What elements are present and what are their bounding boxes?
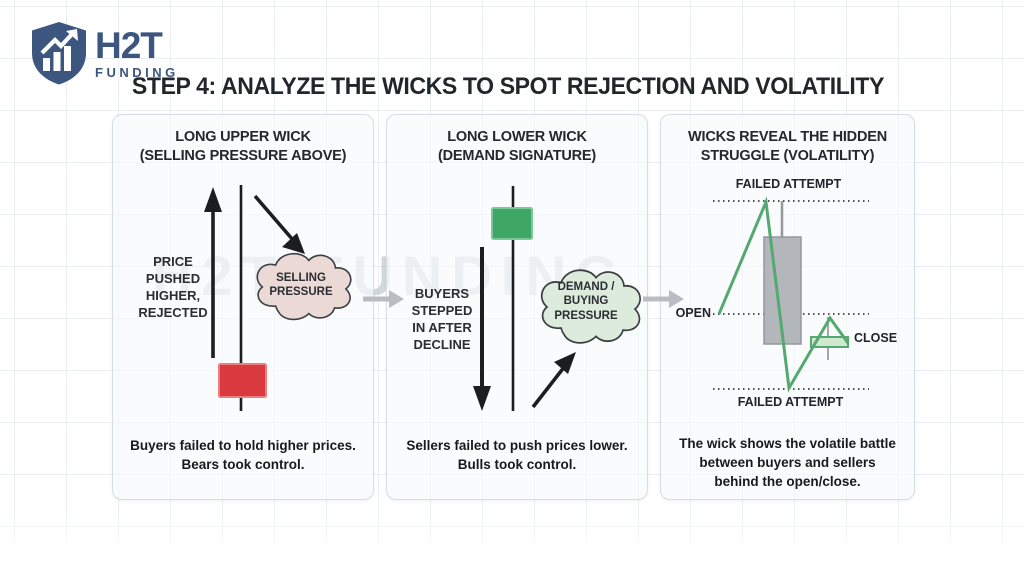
price-up-arrowhead-icon	[204, 187, 222, 212]
flow-arrow-icon	[643, 290, 684, 308]
bullish-candle-body	[491, 207, 533, 240]
open-label: OPEN	[675, 306, 711, 320]
selling-pressure-cloud-icon	[256, 252, 352, 321]
shield-chart-icon	[32, 22, 86, 85]
brand-logo: H2T FUNDING	[30, 20, 179, 86]
panel-caption: Sellers failed to push prices lower. Bul…	[406, 438, 628, 472]
failed-attempt-top-label: FAILED ATTEMPT	[735, 177, 842, 191]
rejection-arrow	[253, 194, 295, 242]
demand-arrow	[531, 364, 567, 409]
selling-pressure-label: SELLING PRESSURE	[269, 272, 333, 299]
demand-arrowhead-icon	[554, 352, 576, 374]
upper-wick-diagram	[204, 185, 352, 411]
panel-volatility-struggle: WICKS REVEAL THE HIDDEN STRUGGLE (VOLATI…	[660, 114, 915, 500]
price-pushed-note: PRICE PUSHED HIGHER, REJECTED	[138, 254, 208, 321]
failed-attempt-bottom-label: FAILED ATTEMPT	[737, 395, 844, 409]
page-title: STEP 4: ANALYZE THE WICKS TO SPOT REJECT…	[131, 73, 885, 100]
panel-caption: The wick shows the volatile battle betwe…	[679, 436, 896, 489]
lower-wick-diagram	[473, 186, 641, 411]
panel-long-lower-wick: LONG LOWER WICK (DEMAND SIGNATURE) BUYER…	[386, 114, 648, 500]
volatility-diagram	[713, 196, 869, 393]
rejection-arrowhead-icon	[282, 233, 305, 254]
price-path-zigzag	[717, 196, 850, 393]
brand-name: H2T	[95, 25, 163, 66]
panel-heading: WICKS REVEAL THE HIDDEN STRUGGLE (VOLATI…	[688, 129, 887, 164]
panel-caption: Buyers failed to hold higher prices. Bea…	[130, 438, 356, 472]
close-label: CLOSE	[854, 331, 898, 345]
price-down-arrowhead-icon	[473, 386, 491, 411]
bearish-candle-body	[218, 363, 267, 398]
buyers-stepped-note: BUYERS STEPPED IN AFTER DECLINE	[411, 286, 473, 353]
panel-heading: LONG LOWER WICK (DEMAND SIGNATURE)	[437, 129, 597, 164]
brand-wordmark: H2T FUNDING	[95, 20, 179, 80]
buying-pressure-cloud-icon	[541, 269, 641, 344]
panel-heading: LONG UPPER WICK (SELLING PRESSURE ABOVE)	[139, 129, 347, 164]
panel-long-upper-wick: LONG UPPER WICK (SELLING PRESSURE ABOVE)…	[112, 114, 374, 500]
flow-arrow-icon	[363, 290, 404, 308]
buying-pressure-label: DEMAND / BUYING PRESSURE	[554, 281, 618, 322]
brand-subtitle: FUNDING	[95, 65, 179, 81]
